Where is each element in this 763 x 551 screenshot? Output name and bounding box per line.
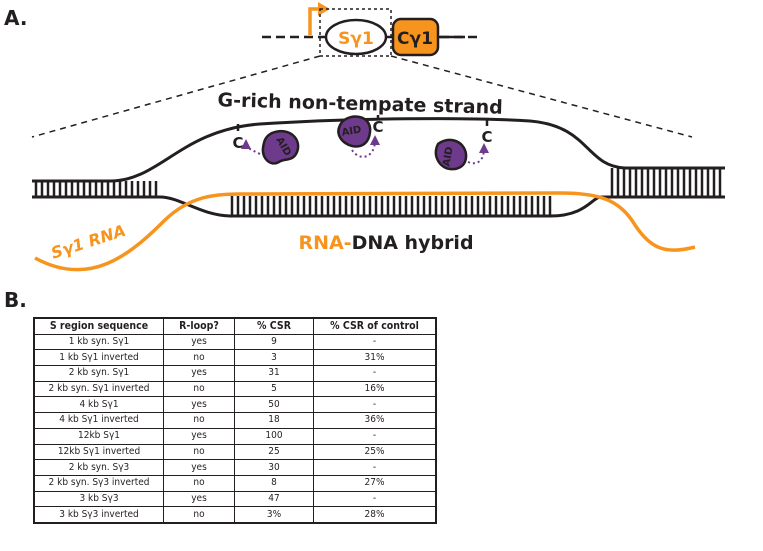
csr-table: S region sequence R-loop? % CSR % CSR of… — [33, 317, 437, 524]
svg-text:AID: AID — [441, 146, 455, 167]
header-r-loop: R-loop? — [163, 317, 235, 335]
csr-cell: 5 — [234, 380, 314, 398]
csr-control-cell: - — [313, 396, 437, 414]
strand-label: G-rich non-tempate strand — [217, 89, 503, 118]
r-loop-cell: yes — [163, 427, 235, 445]
zoom-box — [319, 8, 392, 57]
r-loop-cell: yes — [163, 396, 235, 414]
r-loop-cell: no — [163, 412, 235, 429]
s-region-cell: 2 kb syn. Sγ3 inverted — [33, 474, 164, 492]
csr-control-cell: - — [313, 490, 437, 508]
csr-control-cell: - — [313, 427, 437, 445]
rna-strand — [34, 191, 696, 272]
csr-control-cell: 36% — [313, 412, 437, 429]
switch-region-label: Sγ1 — [338, 29, 374, 49]
s-region-cell: 2 kb syn. Sγ1 — [33, 365, 164, 382]
hybrid-label: RNA-DNA hybrid — [298, 232, 473, 254]
hybrid-base-pairs — [230, 196, 552, 216]
csr-cell: 25 — [234, 443, 314, 461]
csr-cell: 50 — [234, 396, 314, 414]
promoter-arrow-icon — [308, 2, 330, 35]
csr-control-cell: - — [313, 365, 437, 382]
r-loop-cell: no — [163, 380, 235, 398]
s-region-cell: 12kb Sγ1 — [33, 427, 164, 445]
table-header-row: S region sequence R-loop? % CSR % CSR of… — [33, 317, 437, 335]
r-loop-cell: yes — [163, 490, 235, 508]
r-loop-cell: no — [163, 349, 235, 367]
zoom-line-left — [31, 55, 321, 138]
r-loop-cell: yes — [163, 365, 235, 382]
constant-region-label: Cγ1 — [397, 29, 433, 49]
r-loop-cell: no — [163, 474, 235, 492]
svg-text:C: C — [372, 118, 383, 136]
s-region-cell: 1 kb Sγ1 inverted — [33, 349, 164, 367]
r-loop-cell: no — [163, 443, 235, 461]
svg-text:C: C — [232, 134, 243, 152]
aid-enzyme-icon: AID — [337, 115, 380, 158]
s-region-cell: 3 kb Sγ3 — [33, 490, 164, 508]
aid-enzyme-icon: AID — [241, 130, 300, 165]
svg-text:AID: AID — [341, 124, 362, 138]
non-template-strand — [32, 117, 725, 183]
template-strand — [159, 195, 601, 218]
r-loop-cell: no — [163, 506, 235, 524]
switch-region-oval — [324, 18, 388, 56]
s-region-cell: 12kb Sγ1 inverted — [33, 443, 164, 461]
r-loop-cell: yes — [163, 459, 235, 476]
zoom-line-right — [390, 55, 693, 138]
right-dna-duplex — [600, 168, 725, 199]
constant-region-box — [391, 17, 440, 57]
c-mark-3: C — [481, 119, 493, 146]
r-loop-cell: yes — [163, 333, 235, 351]
csr-control-cell: 27% — [313, 474, 437, 492]
aid-enzyme-icon: AID — [434, 138, 489, 171]
s-region-cell: 3 kb Sγ3 inverted — [33, 506, 164, 524]
c-mark-2: C — [372, 115, 384, 136]
csr-cell: 3 — [234, 349, 314, 367]
header-s-region: S region sequence — [33, 317, 164, 335]
csr-cell: 3% — [234, 506, 314, 524]
csr-control-cell: - — [313, 333, 437, 351]
csr-control-cell: 16% — [313, 380, 437, 398]
svg-text:C: C — [481, 128, 492, 146]
s-region-cell: 1 kb syn. Sγ1 — [33, 333, 164, 351]
r-loop-diagram: Sγ1 Cγ1 G-rich non-tempate strand C C C … — [31, 2, 725, 272]
csr-cell: 31 — [234, 365, 314, 382]
csr-cell: 9 — [234, 333, 314, 351]
csr-cell: 18 — [234, 412, 314, 429]
s-region-cell: 4 kb Sγ1 inverted — [33, 412, 164, 429]
csr-cell: 8 — [234, 474, 314, 492]
rna-label: Sγ1 RNA — [49, 221, 128, 263]
csr-control-cell: - — [313, 459, 437, 476]
csr-cell: 100 — [234, 427, 314, 445]
s-region-cell: 2 kb syn. Sγ3 — [33, 459, 164, 476]
panel-a-label: A. — [4, 6, 28, 30]
csr-control-cell: 31% — [313, 349, 437, 367]
panel-b-label: B. — [4, 288, 27, 312]
header-csr: % CSR — [234, 317, 314, 335]
csr-cell: 47 — [234, 490, 314, 508]
csr-control-cell: 25% — [313, 443, 437, 461]
csr-cell: 30 — [234, 459, 314, 476]
csr-control-cell: 28% — [313, 506, 437, 524]
s-region-cell: 2 kb syn. Sγ1 inverted — [33, 380, 164, 398]
csr-table-container: S region sequence R-loop? % CSR % CSR of… — [33, 317, 437, 524]
left-dna-duplex — [32, 181, 160, 199]
s-region-cell: 4 kb Sγ1 — [33, 396, 164, 414]
header-csr-control: % CSR of control — [313, 317, 437, 335]
c-mark-1: C — [232, 124, 244, 152]
